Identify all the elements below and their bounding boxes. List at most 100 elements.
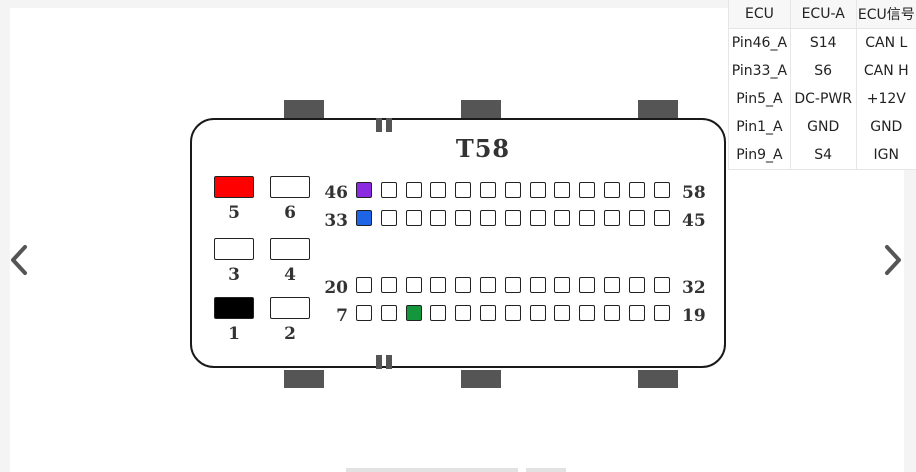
power-pin [214, 176, 254, 198]
power-pin [214, 238, 254, 260]
signal-pin [380, 277, 397, 293]
signal-pin [455, 305, 472, 321]
cell-ecu: Pin46_A [728, 28, 791, 57]
signal-pin [405, 277, 422, 293]
signal-pin [604, 305, 620, 321]
cell-ecu: Pin5_A [728, 85, 791, 113]
signal-pin [405, 210, 422, 226]
signal-pin [653, 305, 670, 321]
signal-pin [356, 277, 372, 293]
signal-pin [430, 305, 447, 321]
signal-pin [356, 210, 372, 226]
signal-pin [628, 210, 645, 226]
signal-pin [480, 277, 496, 293]
power-pin-label: 2 [284, 324, 296, 344]
signal-pin [356, 305, 372, 321]
signal-pin [653, 182, 670, 198]
connector-key-bottom [376, 355, 392, 369]
signal-pin [480, 305, 496, 321]
signal-pin [604, 277, 620, 293]
header-ecu-signal: ECU信号 [855, 0, 916, 29]
header-ecu-a: ECU-A [789, 0, 857, 29]
power-pin-label: 5 [228, 203, 240, 223]
table-header-row: ECU ECU-A ECU信号 [728, 0, 916, 29]
connector-name: T58 [455, 134, 511, 163]
signal-pin [579, 277, 596, 293]
power-pin-label: 4 [284, 265, 296, 285]
signal-pin [455, 182, 472, 198]
signal-pin [480, 182, 496, 198]
connector-tab [284, 370, 324, 388]
signal-pin [504, 182, 521, 198]
connector-tab [461, 370, 501, 388]
signal-pin [430, 182, 447, 198]
signal-pin [380, 210, 397, 226]
cell-ecu: Pin1_A [728, 113, 791, 141]
connector-key-top [376, 118, 392, 132]
signal-pin [628, 182, 645, 198]
cell-ecu-a: DC-PWR [789, 85, 857, 113]
row-end-label: 19 [682, 306, 706, 326]
signal-pin [579, 305, 596, 321]
row-start-label: 33 [324, 211, 348, 231]
signal-pin [604, 210, 620, 226]
signal-pin [579, 182, 596, 198]
cell-ecu-a: S4 [789, 141, 857, 170]
scroll-indicator [346, 468, 518, 472]
cell-ecu: Pin9_A [728, 141, 791, 170]
connector-tab [461, 100, 501, 118]
cell-ecu-a: S6 [789, 57, 857, 85]
row-end-label: 58 [682, 183, 706, 203]
cell-ecu-a: S14 [789, 28, 857, 57]
connector-tab [638, 100, 678, 118]
signal-pin [504, 305, 521, 321]
signal-pin [529, 182, 546, 198]
row-start-label: 20 [324, 278, 348, 298]
signal-pin [554, 182, 571, 198]
signal-pin [604, 182, 620, 198]
signal-pin [380, 182, 397, 198]
row-end-label: 45 [682, 211, 706, 231]
row-end-label: 32 [682, 278, 706, 298]
chevron-right-icon [885, 245, 901, 275]
signal-pin [554, 305, 571, 321]
row-start-label: 46 [324, 183, 348, 203]
chevron-left-icon [11, 245, 27, 275]
signal-pin [653, 210, 670, 226]
connector-tab [638, 370, 678, 388]
power-pin [270, 297, 310, 319]
power-pin-label: 1 [228, 324, 240, 344]
cell-signal: +12V [855, 85, 916, 113]
signal-pin [405, 305, 422, 321]
connector-tab [284, 100, 324, 118]
signal-pin [380, 305, 397, 321]
next-button[interactable] [874, 238, 912, 282]
table-row: Pin46_A S14 CAN L [728, 28, 916, 57]
power-pin [270, 238, 310, 260]
signal-pin [579, 210, 596, 226]
power-pin-label: 3 [228, 265, 240, 285]
table-row: Pin9_A S4 IGN [728, 141, 916, 170]
signal-pin [455, 210, 472, 226]
signal-pin [653, 277, 670, 293]
pin-mapping-table: ECU ECU-A ECU信号 Pin46_A S14 CAN L Pin33_… [728, 0, 916, 170]
power-pin-label: 6 [284, 203, 296, 223]
row-start-label: 7 [336, 306, 348, 326]
signal-pin [455, 277, 472, 293]
signal-pin [504, 277, 521, 293]
cell-ecu-a: GND [789, 113, 857, 141]
signal-pin [480, 210, 496, 226]
signal-pin [628, 305, 645, 321]
signal-pin [504, 210, 521, 226]
scroll-indicator-secondary [526, 468, 566, 472]
signal-pin [529, 210, 546, 226]
signal-pin [405, 182, 422, 198]
cell-signal: CAN H [855, 57, 916, 85]
table-row: Pin1_A GND GND [728, 113, 916, 141]
prev-button[interactable] [0, 238, 38, 282]
cell-signal: IGN [855, 141, 916, 170]
signal-pin [430, 210, 447, 226]
header-ecu: ECU [728, 0, 791, 29]
cell-signal: CAN L [855, 28, 916, 57]
signal-pin [529, 277, 546, 293]
